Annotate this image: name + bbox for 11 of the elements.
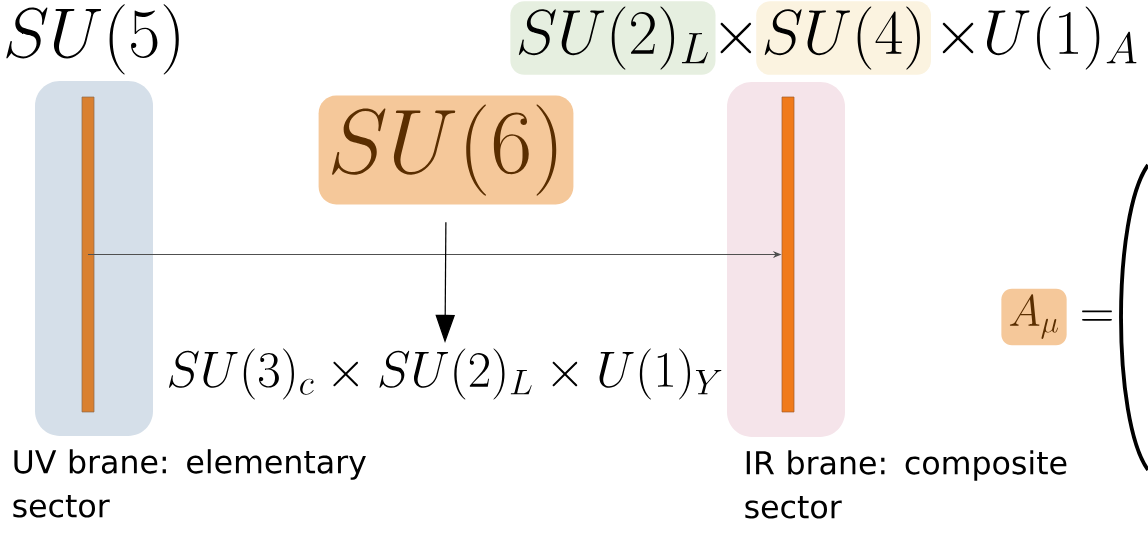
node-label: UV brane: elementary sector	[13, 449, 366, 518]
group-box: $SU(4)$	[756, 1, 931, 75]
formula-text: $SU(3)_c \times SU(2)_L \times U(1)_Y$	[168, 348, 722, 400]
field-box: $A_\mu$	[1001, 288, 1067, 346]
group-box: $SU(2)_L$	[510, 1, 716, 75]
brane-bar	[781, 96, 795, 413]
brane-bar	[81, 96, 95, 413]
math-symbol: $\times$	[720, 22, 752, 54]
node-label: IR brane: composite sector	[745, 450, 1067, 519]
node-label: $SU(5)$	[6, 4, 179, 75]
group-box: $SU(6)$	[318, 95, 574, 205]
